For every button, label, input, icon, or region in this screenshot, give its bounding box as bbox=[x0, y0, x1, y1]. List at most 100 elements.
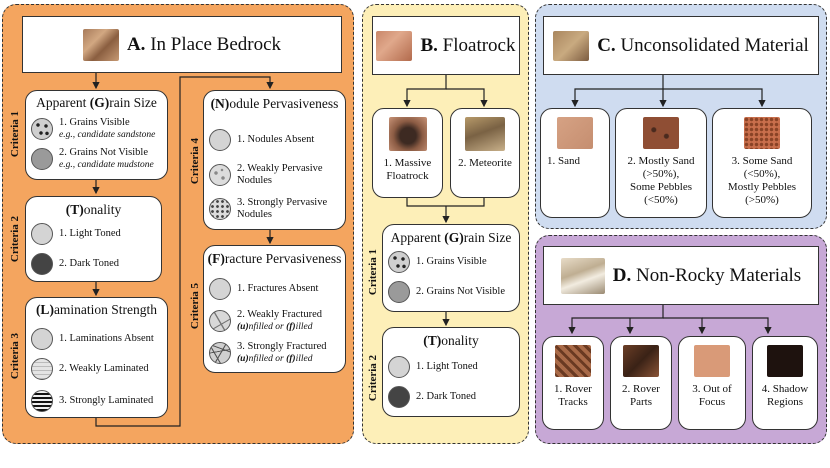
weakly-pervasive-nodules-icon bbox=[209, 164, 231, 186]
header-unconsolidated-material: C. Unconsolidated Material bbox=[543, 16, 819, 75]
dark-toned-icon bbox=[31, 253, 53, 275]
meteorite-label: 2. Meteorite bbox=[458, 157, 512, 169]
floatrock-grains-not-visible-label: 2. Grains Not Visible bbox=[416, 286, 506, 297]
floatrock-grain-size-title: Apparent (G)rain Size bbox=[390, 230, 512, 245]
floatrock-criteria-2-label: Criteria 2 bbox=[367, 354, 379, 402]
fractures-absent-row: 1. Fractures Absent bbox=[209, 278, 318, 300]
floatrock-dark-toned-label: 2. Dark Toned bbox=[416, 391, 477, 402]
strongly-fractured-sub: (u)nfilled or (f)illed bbox=[237, 354, 313, 364]
grains-not-visible-sub: e.g., candidate mudstone bbox=[59, 160, 154, 170]
floatrock-tonality-title: (T)onality bbox=[423, 333, 479, 348]
panel-b-title: Floatrock bbox=[442, 34, 516, 56]
mostly-pebbles-label: 3. Some Sand(<50%),Mostly Pebbles(>50%) bbox=[727, 155, 797, 206]
massive-floatrock-label: 1. Massive bbox=[383, 157, 432, 169]
dark-toned-row: 2. Dark Toned bbox=[31, 253, 119, 275]
light-toned-label: 1. Light Toned bbox=[59, 228, 121, 239]
massive-floatrock-label2: Floatrock bbox=[386, 170, 429, 182]
grains-visible-sub: e.g., candidate sandstone bbox=[59, 130, 156, 140]
floatrock-dark-toned-icon bbox=[388, 386, 410, 408]
weakly-laminated-label: 2. Weakly Laminated bbox=[59, 363, 149, 374]
fractures-absent-label: 1. Fractures Absent bbox=[237, 283, 319, 294]
panel-a-title: In Place Bedrock bbox=[150, 33, 282, 55]
criteria-3-label: Criteria 3 bbox=[9, 332, 21, 380]
grains-visible-label: 1. Grains Visible bbox=[59, 117, 130, 128]
weakly-fractured-row: 2. Weakly Fractured (u)nfilled or (f)ille… bbox=[209, 309, 322, 333]
weakly-laminated-row: 2. Weakly Laminated bbox=[31, 358, 149, 380]
laminations-absent-icon bbox=[31, 328, 53, 350]
strongly-pervasive-nodules-icon bbox=[209, 198, 231, 220]
panel-c-letter: C. bbox=[597, 34, 616, 56]
panel-b-letter: B. bbox=[420, 34, 438, 56]
floatrock-grains-visible-label: 1. Grains Visible bbox=[416, 256, 487, 267]
grains-visible-icon bbox=[31, 118, 53, 140]
light-toned-row: 1. Light Toned bbox=[31, 223, 121, 245]
grain-size-box: Apparent (G)rain Size 1. Grains Visible e… bbox=[25, 90, 168, 180]
header-in-place-bedrock: A. In Place Bedrock bbox=[22, 16, 342, 73]
floatrock-light-toned-icon bbox=[388, 356, 410, 378]
unconsolidated-thumbnail-icon bbox=[553, 30, 590, 61]
weakly-fractured-label: 2. Weakly Fractured bbox=[237, 309, 322, 320]
massive-floatrock-tile: 1. Massive Floatrock bbox=[372, 108, 443, 198]
panel-d-letter: D. bbox=[612, 264, 632, 286]
grains-not-visible-label: 2. Grains Not Visible bbox=[59, 147, 149, 158]
floatrock-thumbnail-icon bbox=[376, 30, 413, 61]
weakly-pervasive-nodules-label2: Nodules bbox=[237, 175, 272, 186]
laminations-absent-row: 1. Laminations Absent bbox=[31, 328, 154, 350]
non-rocky-thumbnail-icon bbox=[560, 257, 605, 294]
header-floatrock: B. Floatrock bbox=[372, 16, 520, 75]
floatrock-grains-visible-row: 1. Grains Visible bbox=[388, 251, 487, 273]
criteria-4-label: Criteria 4 bbox=[189, 137, 201, 185]
strongly-laminated-row: 3. Strongly Laminated bbox=[31, 390, 153, 412]
bedrock-thumbnail-icon bbox=[82, 28, 119, 61]
mostly-sand-icon bbox=[643, 117, 679, 149]
lamination-title: (L)amination Strength bbox=[35, 302, 158, 317]
mostly-pebbles-icon bbox=[744, 117, 780, 149]
fractures-absent-icon bbox=[209, 278, 231, 300]
sand-icon bbox=[557, 117, 593, 149]
floatrock-light-toned-row: 1. Light Toned bbox=[388, 356, 478, 378]
meteorite-icon bbox=[465, 117, 505, 151]
tonality-title: (T)onality bbox=[65, 202, 122, 217]
criteria-5-label: Criteria 5 bbox=[189, 282, 201, 330]
grains-not-visible-icon bbox=[31, 148, 53, 170]
header-non-rocky-materials: D. Non-Rocky Materials bbox=[543, 246, 819, 305]
out-of-focus-icon bbox=[694, 345, 730, 377]
strongly-fractured-icon bbox=[209, 342, 231, 364]
mostly-pebbles-tile: 3. Some Sand(<50%),Mostly Pebbles(>50%) bbox=[712, 108, 812, 218]
floatrock-grains-visible-icon bbox=[388, 251, 410, 273]
weakly-fractured-icon bbox=[209, 310, 231, 332]
rover-tracks-icon bbox=[555, 345, 591, 377]
floatrock-tonality-box: (T)onality 1. Light Toned 2. Dark Toned bbox=[382, 327, 520, 417]
floatrock-dark-toned-row: 2. Dark Toned bbox=[388, 386, 476, 408]
weakly-fractured-sub: (u)nfilled or (f)illed bbox=[237, 322, 313, 332]
mostly-sand-tile: 2. Mostly Sand(>50%),Some Pebbles(<50%) bbox=[615, 108, 707, 218]
dark-toned-label: 2. Dark Toned bbox=[59, 258, 120, 269]
sand-tile: 1. Sand bbox=[540, 108, 610, 218]
strongly-pervasive-nodules-label: 3. Strongly Pervasive bbox=[237, 197, 328, 208]
strongly-laminated-label: 3. Strongly Laminated bbox=[59, 395, 154, 406]
criteria-2-label: Criteria 2 bbox=[9, 215, 21, 263]
strongly-laminated-icon bbox=[31, 390, 53, 412]
nodules-absent-row: 1. Nodules Absent bbox=[209, 129, 314, 151]
lamination-strength-box: (L)amination Strength 1. Laminations Abs… bbox=[25, 297, 168, 418]
strongly-pervasive-nodules-label2: Nodules bbox=[237, 209, 272, 220]
fracture-pervasiveness-box: (F)racture Pervasiveness 1. Fractures Ab… bbox=[203, 245, 346, 373]
floatrock-grain-size-box: Apparent (G)rain Size 1. Grains Visible … bbox=[382, 224, 520, 312]
grain-size-title: Apparent (G)rain Size bbox=[36, 95, 157, 110]
strongly-fractured-label: 3. Strongly Fractured bbox=[237, 341, 327, 352]
fracture-title: (F)racture Pervasiveness bbox=[207, 251, 342, 266]
meteorite-tile: 2. Meteorite bbox=[450, 108, 520, 198]
weakly-pervasive-nodules-label: 2. Weakly Pervasive bbox=[237, 163, 323, 174]
light-toned-icon bbox=[31, 223, 53, 245]
nodules-absent-icon bbox=[209, 129, 231, 151]
rover-parts-icon bbox=[623, 345, 659, 377]
